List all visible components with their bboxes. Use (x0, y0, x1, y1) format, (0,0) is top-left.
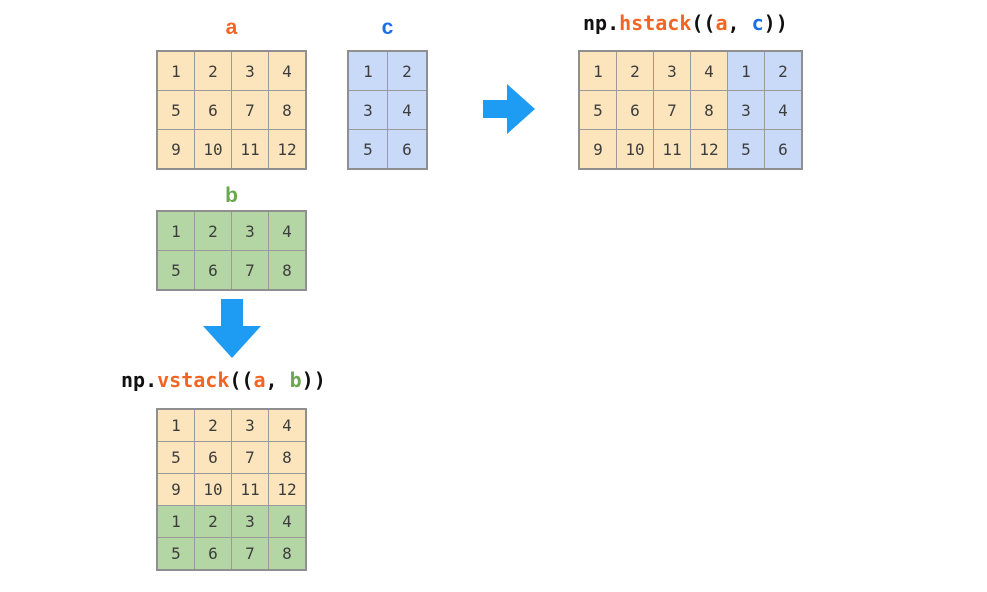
matrix-cell: 4 (690, 50, 728, 91)
matrix-cell: 3 (231, 505, 269, 538)
matrix-cell: 7 (653, 90, 691, 130)
matrix-cell: 12 (268, 129, 307, 170)
matrix-cell: 6 (194, 250, 232, 291)
matrix-cell: 4 (268, 210, 307, 251)
code-segment: hstack (619, 11, 692, 35)
code-segment: )) (763, 11, 788, 35)
matrix-cell: 10 (194, 129, 232, 170)
matrix-cell: 2 (194, 210, 232, 251)
matrix-cell: 3 (653, 50, 691, 91)
matrix-cell: 2 (616, 50, 654, 91)
matrix-cell: 4 (764, 90, 803, 130)
matrix-cell: 5 (156, 250, 195, 291)
matrix-cell: 6 (616, 90, 654, 130)
matrix-cell: 8 (268, 441, 307, 474)
matrix-cell: 2 (194, 505, 232, 538)
arrow-right-icon (483, 84, 535, 134)
matrix-cell: 2 (387, 50, 428, 91)
matrix-cell: 5 (156, 441, 195, 474)
matrix-cell: 7 (231, 537, 269, 571)
matrix-cell: 6 (194, 441, 232, 474)
matrix-cell: 6 (194, 90, 232, 130)
matrix-cell: 5 (156, 537, 195, 571)
matrix-cell: 9 (578, 129, 617, 170)
code-segment: c (751, 11, 764, 35)
matrix-cell: 4 (387, 90, 428, 130)
matrix-cell: 3 (231, 210, 269, 251)
matrix-cell: 1 (578, 50, 617, 91)
code-segment: a (253, 368, 266, 392)
code-segment: np. (583, 11, 620, 35)
matrix-cell: 5 (347, 129, 388, 170)
matrix-cell: 2 (194, 408, 232, 442)
vstack-code-title: np.vstack((a, b)) (121, 368, 326, 392)
matrix-cell: 3 (231, 408, 269, 442)
matrix-cell: 3 (727, 90, 765, 130)
code-segment: b (289, 368, 302, 392)
code-segment: a (715, 11, 728, 35)
hstack-code-title: np.hstack((a, c)) (583, 11, 788, 35)
matrix-cell: 6 (387, 129, 428, 170)
matrix-cell: 8 (268, 90, 307, 130)
matrix-cell: 11 (231, 473, 269, 506)
matrix-cell: 7 (231, 90, 269, 130)
matrix-b-label: b (225, 184, 238, 207)
matrix-cell: 4 (268, 505, 307, 538)
matrix-cell: 1 (156, 505, 195, 538)
matrix-cell: 12 (268, 473, 307, 506)
matrix-cell: 2 (194, 50, 232, 91)
matrix-cell: 5 (578, 90, 617, 130)
matrix-cell: 1 (156, 50, 195, 91)
matrix-cell: 9 (156, 473, 195, 506)
code-segment: )) (301, 368, 326, 392)
matrix-a-label: a (225, 16, 238, 39)
matrix-cell: 8 (690, 90, 728, 130)
matrix-cell: 4 (268, 50, 307, 91)
matrix-cell: 8 (268, 250, 307, 291)
matrix-cell: 1 (727, 50, 765, 91)
matrix-cell: 6 (764, 129, 803, 170)
matrix-cell: 1 (156, 210, 195, 251)
matrix-cell: 7 (231, 250, 269, 291)
code-segment: , (265, 368, 290, 392)
matrix-cell: 10 (616, 129, 654, 170)
matrix-cell: 6 (194, 537, 232, 571)
code-segment: (( (229, 368, 254, 392)
matrix-cell: 11 (653, 129, 691, 170)
code-segment: np. (121, 368, 158, 392)
arrow-right-shape (483, 84, 535, 134)
arrow-down-icon (203, 299, 261, 358)
code-segment: , (727, 11, 752, 35)
matrix-cell: 5 (727, 129, 765, 170)
matrix-cell: 5 (156, 90, 195, 130)
matrix-cell: 10 (194, 473, 232, 506)
code-segment: vstack (157, 368, 230, 392)
matrix-cell: 9 (156, 129, 195, 170)
matrix-cell: 12 (690, 129, 728, 170)
matrix-cell: 1 (156, 408, 195, 442)
code-segment: (( (691, 11, 716, 35)
arrow-down-shape (203, 299, 261, 358)
matrix-cell: 2 (764, 50, 803, 91)
matrix-cell: 3 (231, 50, 269, 91)
matrix-cell: 11 (231, 129, 269, 170)
matrix-cell: 4 (268, 408, 307, 442)
matrix-cell: 3 (347, 90, 388, 130)
matrix-cell: 1 (347, 50, 388, 91)
matrix-c-label: c (381, 16, 394, 39)
matrix-cell: 8 (268, 537, 307, 571)
matrix-cell: 7 (231, 441, 269, 474)
